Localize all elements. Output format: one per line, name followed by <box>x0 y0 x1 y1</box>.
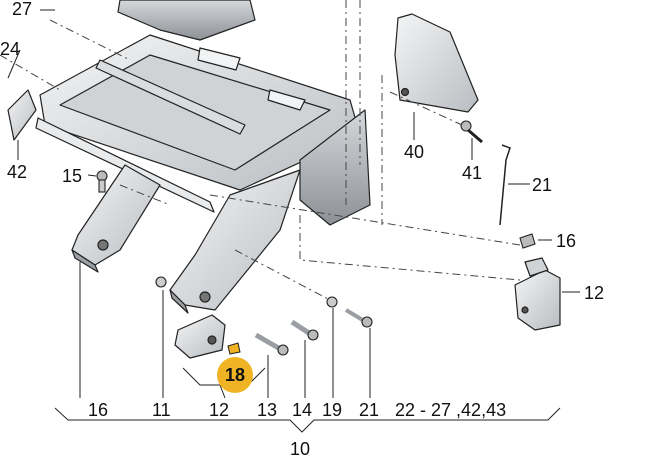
callout-19: 19 <box>322 400 343 420</box>
screw-part-21-bottom <box>344 308 373 328</box>
callout-16-bottom: 16 <box>88 400 109 420</box>
callout-16-right: 16 <box>556 231 577 251</box>
washer-part-19 <box>326 296 338 308</box>
rod-part-21 <box>499 144 511 226</box>
clip-part-16-right <box>519 233 536 249</box>
screw-part-41 <box>460 120 483 144</box>
bolt-part-13 <box>254 332 289 356</box>
nut-part-11 <box>155 276 167 288</box>
callout-11: 11 <box>152 400 171 420</box>
callout-41: 41 <box>462 163 483 183</box>
bolt-part-14 <box>290 319 319 341</box>
guide-lines <box>0 0 521 301</box>
callout-10-assembly: 10 <box>290 439 311 459</box>
callout-27: 27 <box>12 0 33 19</box>
bracket-part-12-right <box>514 257 561 331</box>
callout-24: 24 <box>0 39 21 59</box>
plate-part-42 <box>7 89 37 141</box>
callout-15: 15 <box>62 166 83 186</box>
callout-14: 14 <box>292 400 313 420</box>
screw-part-15 <box>96 170 108 193</box>
highlight-callout-18: 18 <box>217 357 253 393</box>
callout-42: 42 <box>7 162 28 182</box>
callout-22-27-range: 22 - 27 ,42,43 <box>395 400 507 420</box>
callout-18: 18 <box>224 364 246 385</box>
assembly-bracket <box>54 407 561 433</box>
bracket-part-40 <box>394 13 479 113</box>
seat-frame-assembly <box>35 0 371 226</box>
small-part-18 <box>227 342 241 355</box>
left-leg <box>71 164 161 273</box>
callout-13: 13 <box>257 400 278 420</box>
bracket-part-12-bottom <box>174 314 226 359</box>
callout-21-bottom: 21 <box>359 400 380 420</box>
callout-40: 40 <box>404 142 425 162</box>
callout-21-right: 21 <box>532 175 553 195</box>
callout-12-bottom: 12 <box>209 400 230 420</box>
callout-12-right: 12 <box>584 283 605 303</box>
center-leg <box>169 169 301 314</box>
